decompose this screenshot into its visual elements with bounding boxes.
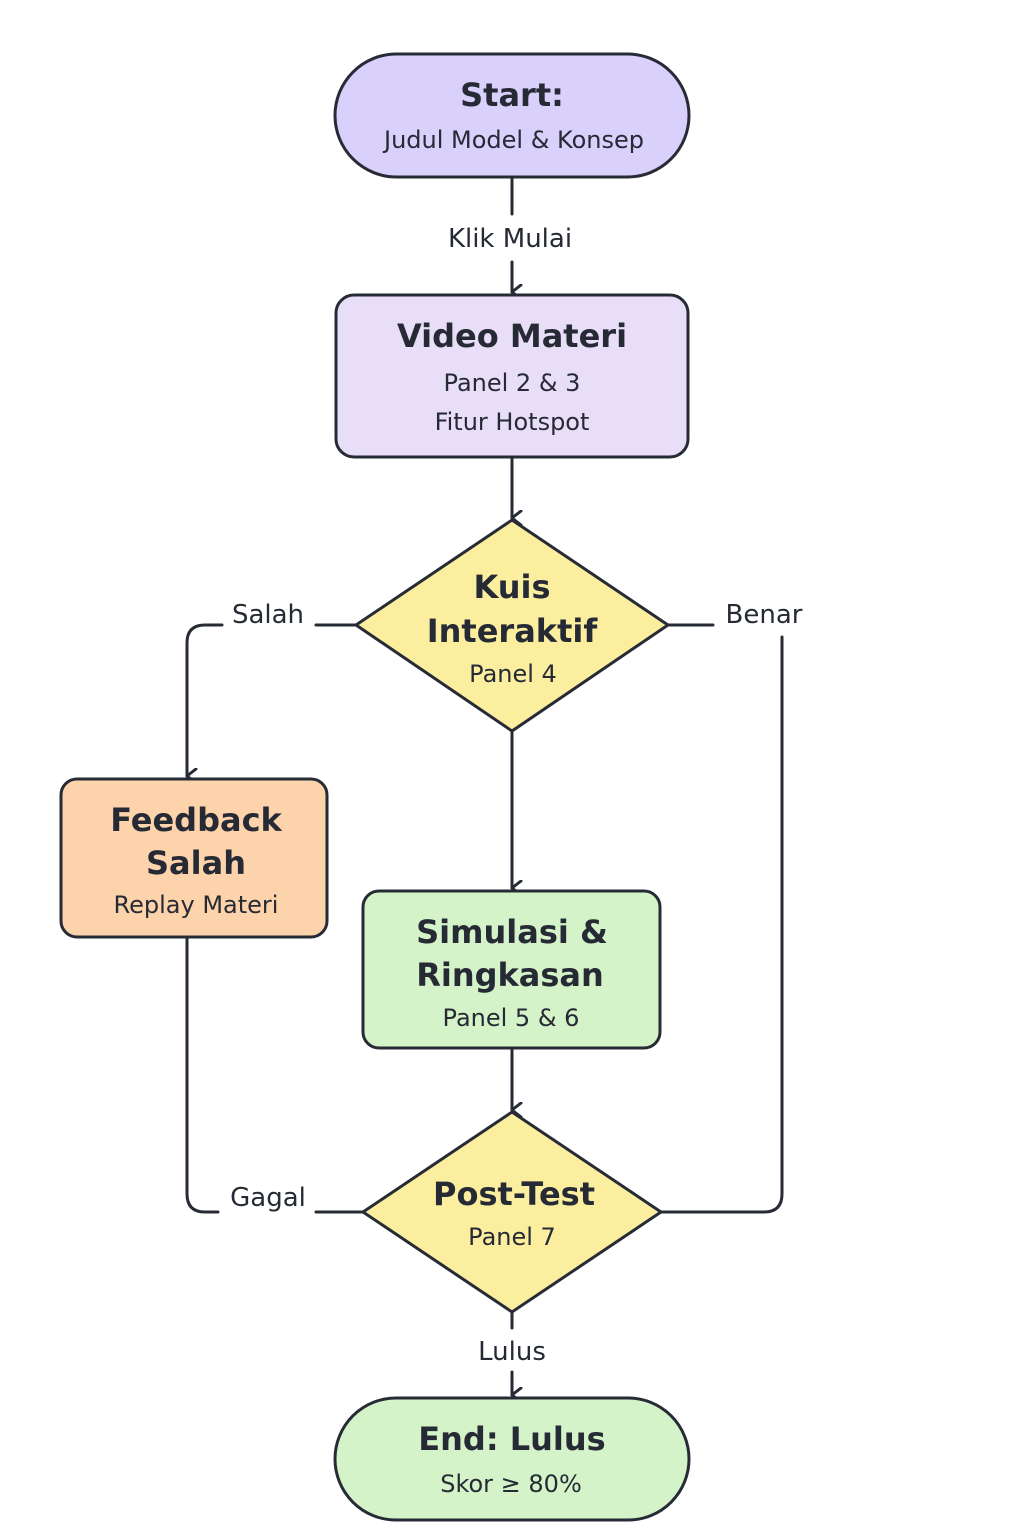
edge-label-benar: Benar: [726, 600, 803, 630]
node-title: Simulasi &: [416, 913, 608, 951]
process-shape: [334, 293, 690, 459]
node-title: Start:: [460, 76, 564, 114]
node-simulasi-ringkasan[interactable]: Simulasi & Ringkasan Panel 5 & 6: [361, 889, 662, 1050]
node-start[interactable]: Start: Judul Model & Konsep: [333, 52, 691, 179]
node-subtitle: Fitur Hotspot: [435, 408, 590, 436]
node-end-lulus[interactable]: End: Lulus Skor ≥ 80%: [333, 1396, 691, 1522]
node-subtitle: Judul Model & Konsep: [382, 126, 644, 154]
edge-label-lulus: Lulus: [478, 1337, 546, 1367]
node-subtitle: Replay Materi: [114, 891, 279, 919]
edge-kuis-to-feedback: Salah: [185, 600, 358, 776]
edge-posttest-to-end: Lulus: [478, 1311, 546, 1395]
terminal-shape: [333, 52, 691, 179]
edge-start-to-video: Klik Mulai: [448, 176, 572, 292]
edge-line: [659, 635, 784, 1214]
node-subtitle: Skor ≥ 80%: [440, 1470, 582, 1498]
node-title: Salah: [146, 844, 246, 882]
node-title: Feedback: [110, 801, 282, 839]
node-post-test[interactable]: Post-Test Panel 7: [360, 1110, 664, 1314]
edge-label-gagal: Gagal: [230, 1183, 306, 1213]
process-shape: [59, 777, 329, 939]
node-subtitle: Panel 4: [469, 660, 557, 688]
node-title: Post-Test: [433, 1175, 595, 1213]
edge-line: [185, 936, 220, 1214]
node-title: Video Materi: [397, 317, 627, 355]
node-title: Kuis: [473, 568, 550, 606]
node-subtitle: Panel 7: [468, 1223, 556, 1251]
decision-shape: [353, 518, 671, 733]
edge-kuis-to-posttest-benar: Benar: [659, 600, 803, 1214]
process-shape: [361, 889, 662, 1050]
node-title: End: Lulus: [418, 1420, 605, 1458]
node-feedback-salah[interactable]: Feedback Salah Replay Materi: [59, 777, 329, 939]
node-subtitle: Panel 2 & 3: [444, 369, 581, 397]
edge-label-salah: Salah: [232, 600, 304, 630]
edge-feedback-to-posttest-gagal: Gagal: [185, 936, 365, 1214]
node-title: Ringkasan: [416, 956, 604, 994]
node-kuis-interaktif[interactable]: Kuis Interaktif Panel 4: [353, 518, 671, 733]
node-subtitle: Panel 5 & 6: [443, 1004, 580, 1032]
terminal-shape: [333, 1396, 691, 1522]
decision-shape: [360, 1110, 664, 1314]
node-title: Interaktif: [427, 612, 599, 650]
edge-arrow: [185, 623, 224, 776]
node-video-materi[interactable]: Video Materi Panel 2 & 3 Fitur Hotspot: [334, 293, 690, 459]
edge-label-klik-mulai: Klik Mulai: [448, 224, 572, 254]
